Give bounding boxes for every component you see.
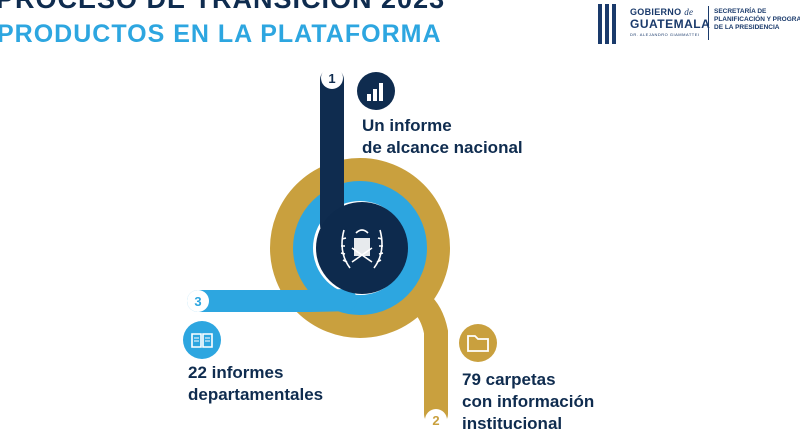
bar-chart-icon — [357, 72, 395, 110]
blue-ribbon — [187, 181, 427, 315]
logo-guatemala: GUATEMALA — [630, 17, 711, 31]
marker-2: 2 — [425, 409, 447, 431]
svg-text:2: 2 — [432, 413, 439, 428]
logo-gobierno: GOBIERNO de — [630, 7, 694, 17]
gold-ribbon — [270, 158, 450, 426]
item-1-text: Un informe de alcance nacional — [362, 116, 523, 157]
logo-secretaria: SECRETARÍA DE PLANIFICACIÓN Y PROGRAMACI… — [714, 8, 800, 31]
folder-icon — [459, 324, 497, 362]
marker-1: 1 — [321, 67, 343, 89]
coat-of-arms-icon — [340, 229, 384, 269]
book-icon — [183, 321, 221, 359]
svg-text:1: 1 — [328, 71, 335, 86]
logo-divider — [708, 6, 709, 40]
government-logo: GOBIERNO de GUATEMALA DR. ALEJANDRO GIAM… — [598, 4, 800, 44]
page-title: PROCESO DE TRANSICIÓN 2023 — [0, 0, 445, 15]
logo-bars-icon — [598, 4, 622, 44]
logo-subtitle: DR. ALEJANDRO GIAMMATTEI — [630, 32, 700, 37]
item-2-text: 79 carpetas con información instituciona… — [462, 370, 595, 433]
svg-text:3: 3 — [194, 294, 201, 309]
marker-3: 3 — [187, 290, 209, 312]
page-subtitle: PRODUCTOS EN LA PLATAFORMA — [0, 20, 442, 48]
item-3-text: 22 informes departamentales — [188, 363, 324, 404]
